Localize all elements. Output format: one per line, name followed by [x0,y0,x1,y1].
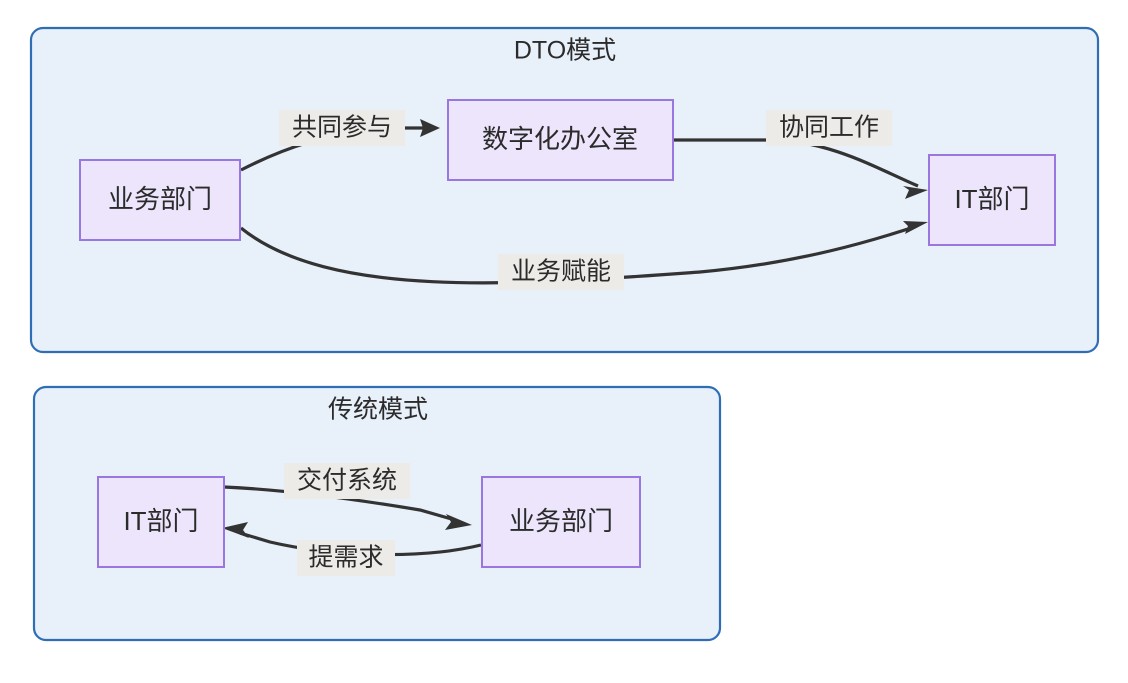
node-it-dept-top-label: IT部门 [954,184,1029,214]
cluster-dto-mode-title: DTO模式 [514,37,616,65]
node-biz-dept-bottom[interactable]: 业务部门 [481,476,641,568]
node-it-dept-bottom-label: IT部门 [123,506,198,536]
node-it-dept-bottom-box[interactable] [97,476,225,568]
node-digital-office-box[interactable] [447,99,674,181]
edge-business-empowerment [239,221,928,285]
cluster-traditional-mode-title: 传统模式 [328,396,428,424]
cluster-traditional-mode: 传统模式 [32,385,722,642]
edge-label-raise-requirements: 提需求 [297,540,395,576]
edge-label-joint-participation-bg [279,110,405,146]
node-digital-office-label: 数字化办公室 [482,124,638,154]
edge-label-raise-requirements-bg [297,540,395,576]
node-biz-dept-top-label: 业务部门 [108,184,212,214]
node-digital-office[interactable]: 数字化办公室 [447,99,674,181]
edge-collaborative-work-arrowhead [903,186,928,199]
edge-label-joint-participation-text: 共同参与 [292,114,392,142]
cluster-traditional-mode-box [32,385,722,642]
edge-label-business-empowerment: 业务赋能 [498,254,624,290]
node-biz-dept-bottom-box[interactable] [481,476,641,568]
edge-label-joint-participation: 共同参与 [279,110,405,146]
edge-label-deliver-system-text: 交付系统 [297,467,397,495]
edge-label-deliver-system: 交付系统 [284,463,410,499]
edge-label-collaborative-work: 协同工作 [766,110,892,146]
node-it-dept-top-box[interactable] [928,154,1056,246]
edge-label-collaborative-work-text: 协同工作 [779,114,879,142]
edge-label-collaborative-work-bg [766,110,892,146]
node-it-dept-bottom[interactable]: IT部门 [97,476,225,568]
edge-business-empowerment-arrowhead [903,221,928,234]
edge-label-deliver-system-bg [284,463,410,499]
edge-joint-participation-arrowhead [420,119,440,137]
node-biz-dept-top[interactable]: 业务部门 [79,159,241,241]
cluster-dto-mode-box [29,26,1100,354]
edge-raise-requirements-arrowhead [222,522,249,538]
node-biz-dept-top-box[interactable] [79,159,241,241]
edge-business-empowerment-path [239,224,918,285]
edge-label-raise-requirements-text: 提需求 [308,544,383,572]
node-biz-dept-bottom-label: 业务部门 [509,506,613,536]
cluster-dto-mode: DTO模式 [29,26,1100,354]
node-it-dept-top[interactable]: IT部门 [928,154,1056,246]
edge-label-business-empowerment-text: 业务赋能 [511,258,611,286]
edge-label-business-empowerment-bg [498,254,624,290]
edge-deliver-system-arrowhead [445,514,472,530]
